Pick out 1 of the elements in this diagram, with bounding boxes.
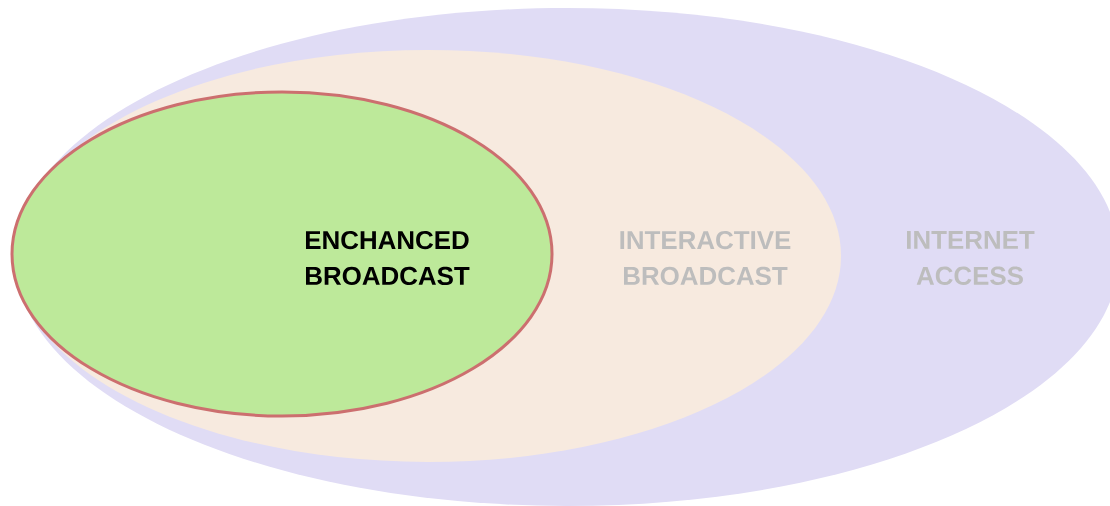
oval-region: ENCHANCED BROADCAST: [10, 90, 554, 418]
